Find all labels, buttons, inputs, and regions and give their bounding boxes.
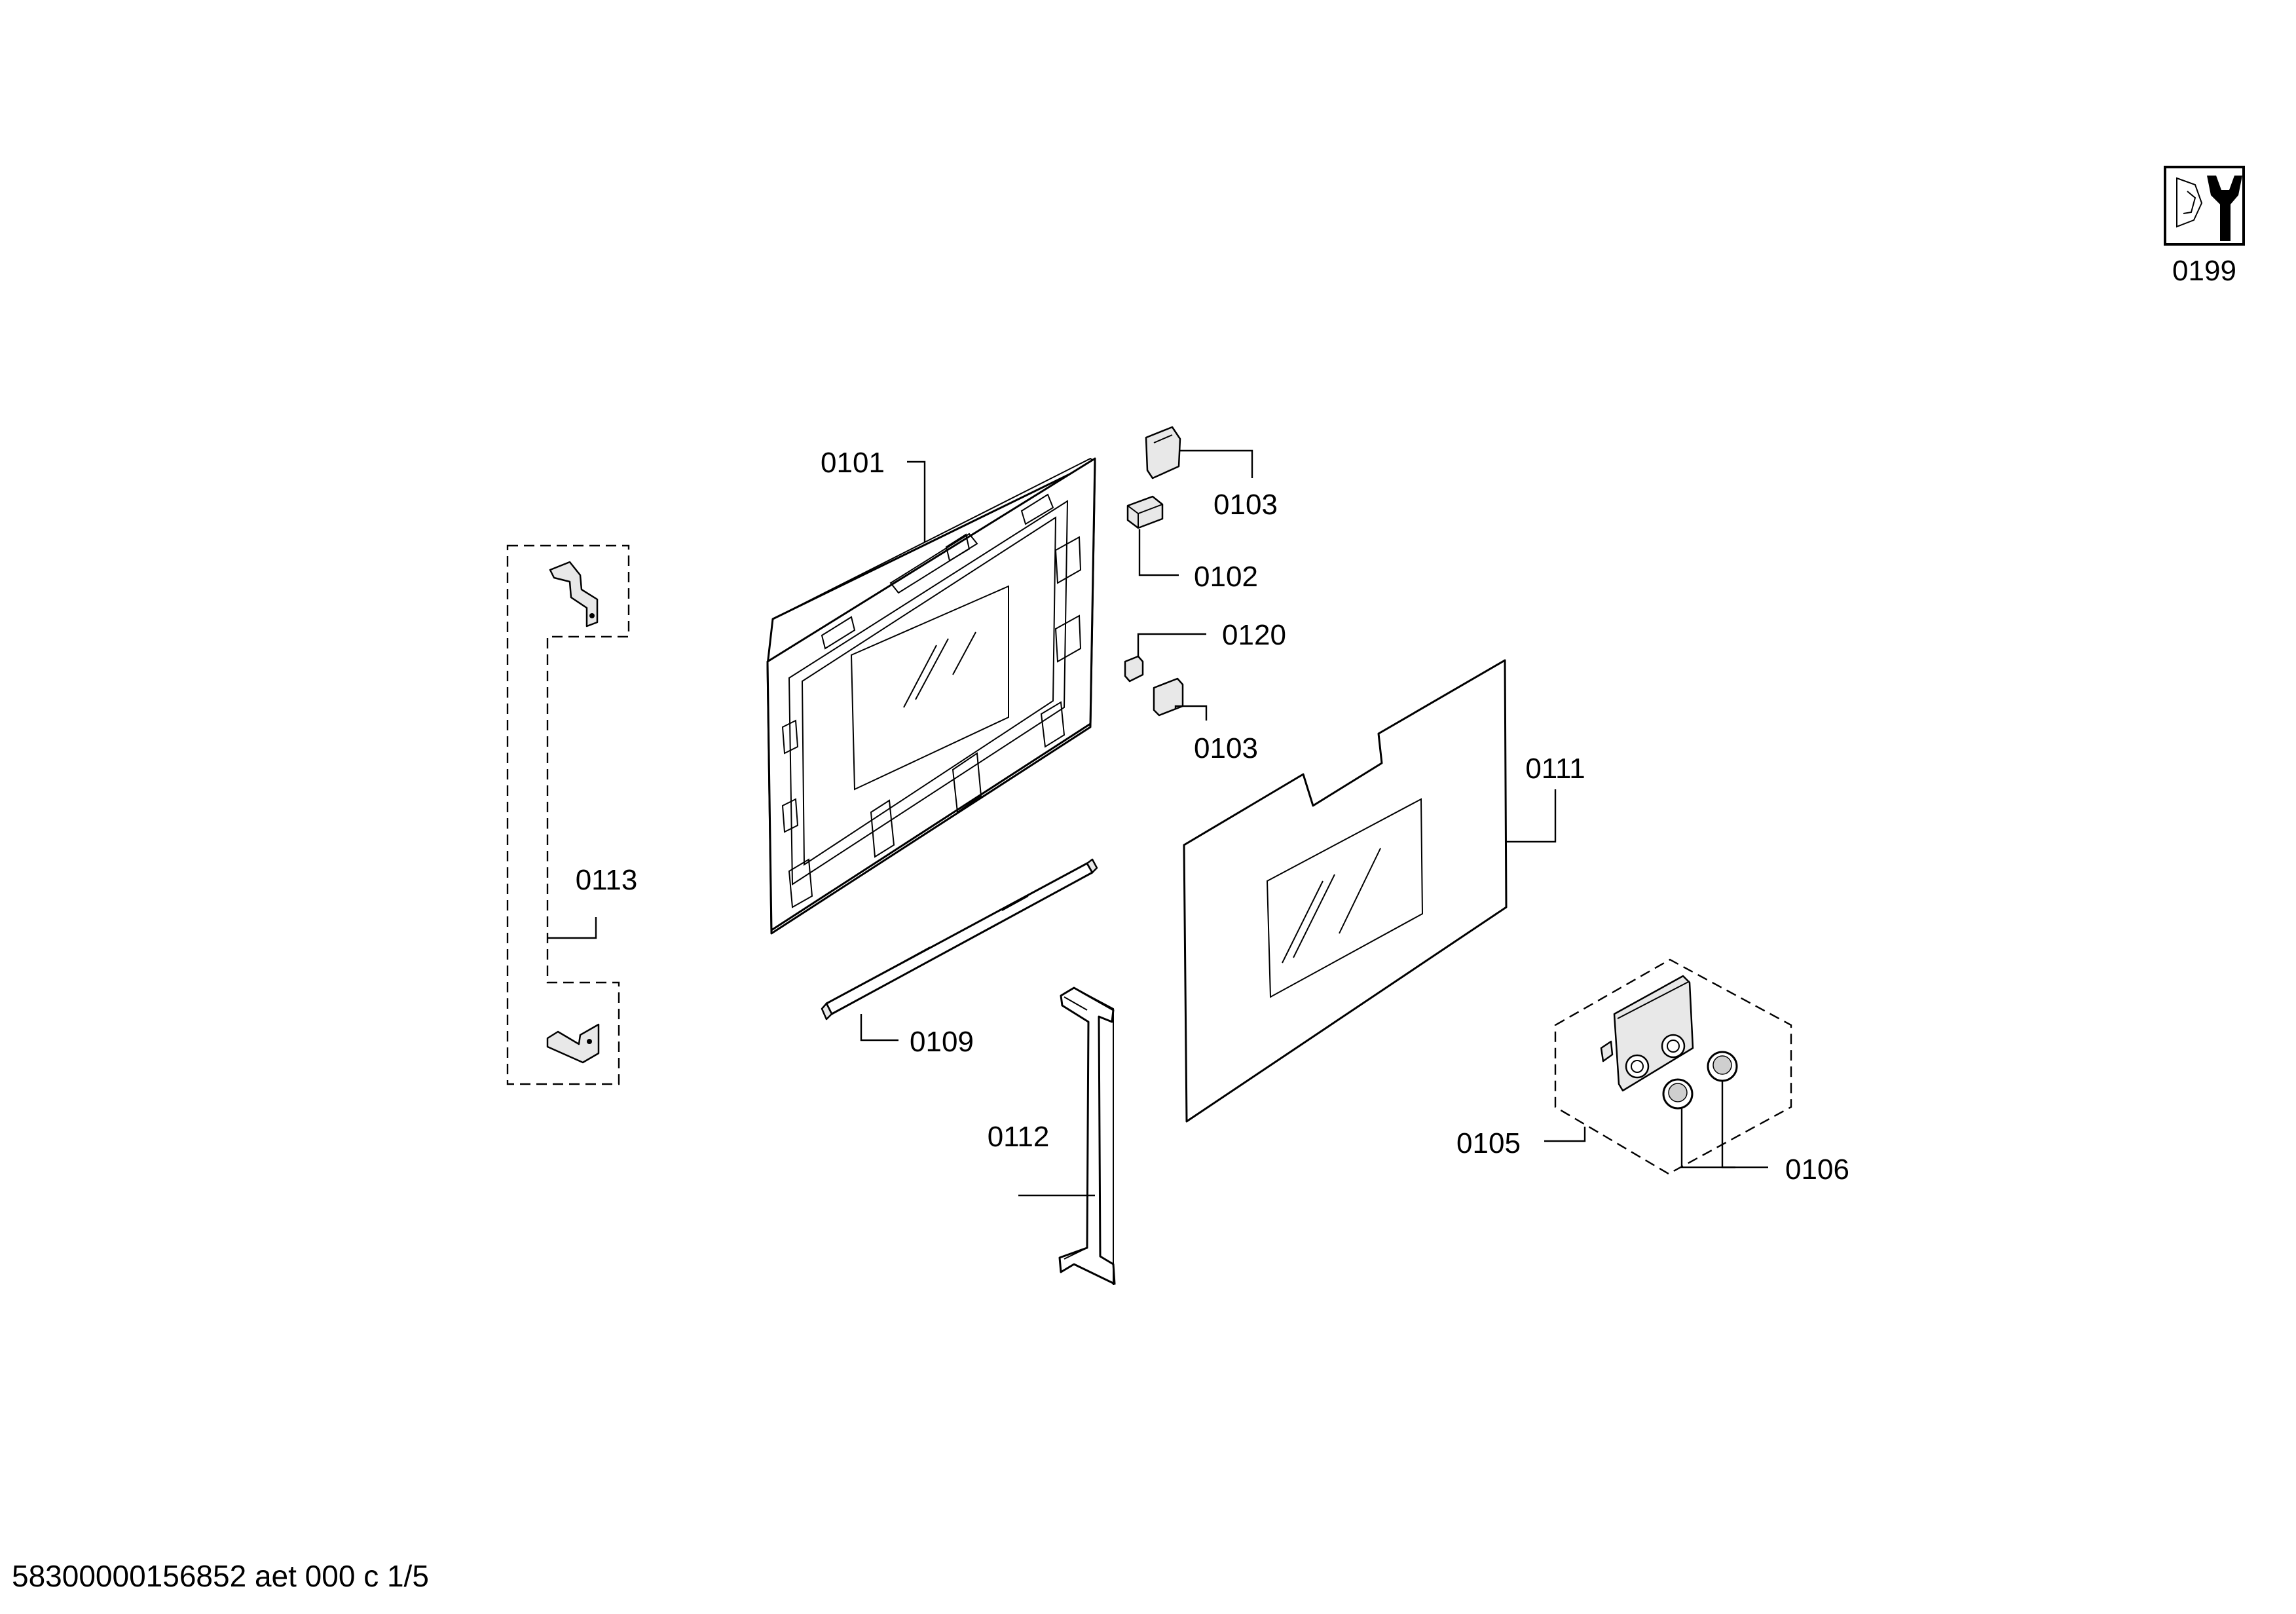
label-0105: 0105: [1456, 1127, 1521, 1159]
label-0109: 0109: [910, 1026, 974, 1058]
document-code: 58300000156852 aet 000 c 1/5: [12, 1559, 429, 1593]
label-0111: 0111: [1525, 753, 1585, 785]
label-0112: 0112: [988, 1121, 1050, 1153]
part-0111-outer-glass: [1183, 659, 1508, 1123]
part-0101-inner-door-frame: [766, 457, 1096, 935]
part-0106-knob-a: [1662, 1078, 1694, 1110]
label-0199: 0199: [2172, 255, 2236, 287]
part-0112-door-handle: [1058, 986, 1116, 1285]
label-0102: 0102: [1194, 561, 1258, 593]
label-0103-lower: 0103: [1194, 732, 1258, 764]
part-0103-clip-top: [1145, 426, 1181, 479]
label-0113: 0113: [576, 864, 638, 896]
part-0120-pin: [1124, 655, 1144, 683]
part-0102-block: [1126, 495, 1164, 529]
label-0120: 0120: [1222, 619, 1286, 651]
part-0103-clip-lower: [1153, 677, 1184, 717]
label-0106: 0106: [1785, 1154, 1849, 1186]
label-0101: 0101: [821, 447, 885, 479]
label-0103-top: 0103: [1213, 489, 1278, 521]
part-0113-hinge-kit: [506, 544, 630, 1085]
wrench-nut-service-icon: [2164, 166, 2245, 246]
part-0109-rail: [821, 858, 1098, 1021]
part-0106-knob-b: [1707, 1051, 1738, 1082]
part-0105-control-module: [1554, 958, 1792, 1175]
